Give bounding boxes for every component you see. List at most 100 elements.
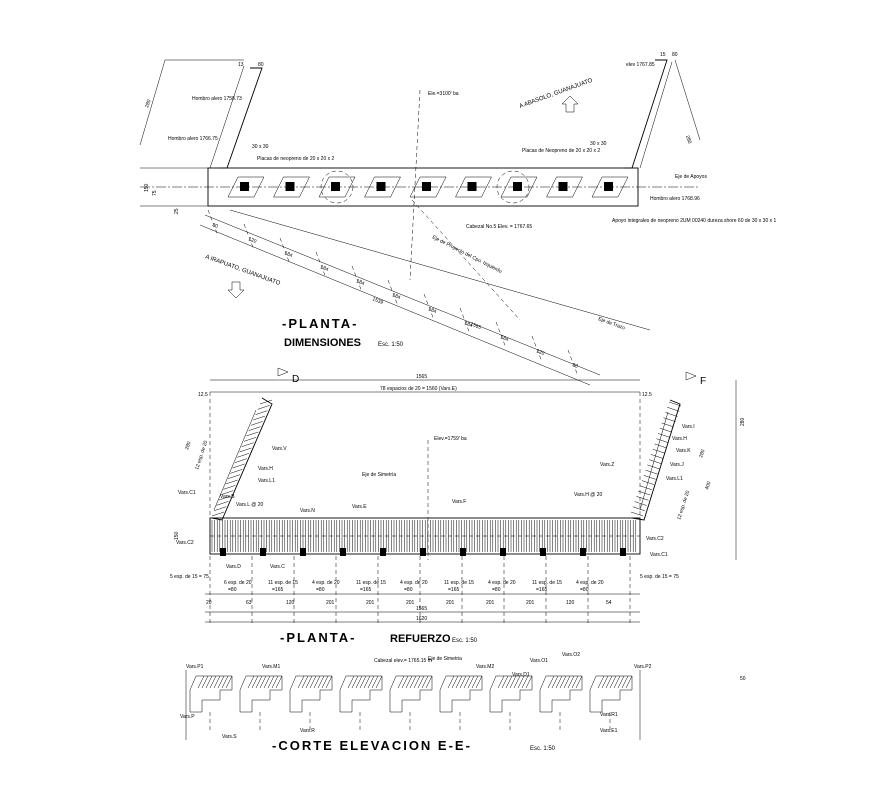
corte-hatch [571, 675, 579, 689]
ref-seq-value: 201 [486, 600, 495, 606]
corte-hatch [401, 675, 409, 689]
pad-outline [409, 176, 447, 198]
section-arrow-left-icon [277, 367, 289, 377]
label-corte-cabezal: Cabezal elev.= 1765.15 m [374, 658, 432, 664]
corte-hatch [275, 675, 283, 689]
label-vars-e: Vars.E [352, 504, 367, 510]
corte-hatch [309, 675, 317, 689]
pad-outline [455, 176, 492, 198]
ref-group-label: 11 esp. de 15 [444, 580, 474, 586]
corte-hatch [201, 675, 209, 689]
label-elev-ref: Elev.=1759' ba [434, 436, 467, 442]
dir-left: A IRAPUATO, GUANAJUATO [204, 254, 281, 287]
label-vars-i: Vars.I [682, 424, 695, 430]
corte-hatch [551, 675, 559, 689]
rebar-wing-left [223, 485, 236, 490]
dim-seq-tick [495, 321, 507, 349]
rebar-stirrup [300, 548, 306, 556]
dim-seq-value: 184 [463, 320, 473, 329]
corte-right-note: 50 [740, 676, 746, 682]
label-eje-apoyos: Eje de Apoyos [675, 174, 707, 180]
dim-bottom-1620: 1620 [416, 616, 427, 622]
label-nombro-left: Hombro alero 1766.75 [168, 136, 218, 142]
rebar-wing-right [656, 438, 669, 443]
rebar-wing-right [639, 485, 653, 491]
dim-seq-tick [387, 279, 399, 307]
dim-edge-right: 5 esp. de 15 = 75 [640, 574, 679, 580]
rebar-wing-left [241, 442, 254, 447]
dim-seq-value: 184 [427, 306, 437, 315]
corte-hatch [271, 675, 279, 689]
rebar-stirrup [340, 548, 346, 556]
dir-right: A ABASOLO, GUANAJUATO [519, 78, 594, 110]
corte-title: -CORTE ELEVACION E-E- [272, 738, 472, 753]
dim-seq-value: 184 [499, 334, 509, 343]
rebar-wing-left [246, 431, 259, 437]
ref-group-total: =165 [536, 587, 547, 593]
pad-bearing [422, 182, 431, 191]
corte-hatch [359, 675, 367, 689]
corte-hatch [463, 675, 471, 689]
corte-hatch [455, 675, 463, 689]
corte-hatch [597, 675, 605, 689]
corte-hatch [575, 675, 583, 689]
corte-hatch [625, 675, 633, 689]
rebar-wing-left [227, 474, 241, 479]
corte-hatch [317, 675, 325, 689]
corte-hatch [259, 675, 267, 689]
label-vars-c2: Vars.C2 [176, 540, 194, 546]
dim-left-280-r: 280 [184, 441, 192, 451]
pad-bearing [376, 182, 386, 191]
corte-hatch [409, 675, 417, 689]
ref-seq-value: 120 [566, 600, 575, 606]
rebar-stirrup [260, 548, 266, 556]
label-corte-r1: Vars.R1 [600, 712, 618, 718]
ref-group-total: =80 [404, 587, 413, 593]
pad-outline [227, 176, 265, 198]
pad-outline [546, 176, 583, 198]
corte-hatch [251, 675, 259, 689]
dim-right-280: 280 [684, 135, 692, 145]
label-vars-v: Vars.V [272, 446, 287, 452]
label-corte-p1: Vars.P1 [186, 664, 204, 670]
ref-group-label: 4 esp. de 20 [576, 580, 604, 586]
corte-hatch [617, 675, 625, 689]
corte-hatch [601, 675, 609, 689]
corte-hatch [417, 675, 425, 689]
pad-bearing [467, 182, 477, 191]
corte-scale: Esc. 1:50 [530, 746, 556, 752]
corte-unit [339, 675, 383, 713]
dim-seq-tick [567, 349, 579, 377]
rebar-stirrup [500, 548, 506, 556]
rebar-wing-left [243, 437, 257, 442]
label-chaflan-left: 30 x 30 [252, 144, 269, 150]
section-arrow-right-icon [685, 371, 697, 381]
corte-hatch [509, 675, 517, 689]
dim-seq-value: 184 [319, 264, 329, 273]
rebar-wing-left [253, 415, 266, 421]
corte-unit [589, 675, 633, 713]
ref-seq-value: 201 [526, 600, 535, 606]
dim-v-25: 25 [174, 208, 180, 214]
rebar-wing-left [232, 463, 245, 469]
ref-seq-value: 54 [606, 600, 612, 606]
corte-hatch [521, 675, 529, 689]
corte-unit [239, 675, 283, 713]
dim-h-1539: 1539 [371, 296, 384, 306]
corte-unit [189, 675, 233, 713]
label-vars-l1-r: Vars.L1 [666, 476, 683, 482]
dim-seq-tick [531, 335, 543, 363]
dim-seq-tick [315, 251, 327, 279]
arrow-down-icon [227, 281, 245, 299]
ref-seq-value: 201 [366, 600, 375, 606]
label-vars-b: Vars.B [220, 494, 235, 500]
corte-hatch [355, 675, 363, 689]
label-corte-m1: Vars.M1 [262, 664, 280, 670]
label-corte-e1: Vars.E1 [600, 728, 618, 734]
rebar-wing-right [641, 480, 654, 485]
label-corte-o1: Vars.O1 [530, 658, 548, 664]
label-vars-d: Vars.D [226, 564, 241, 570]
rebar-wing-right [632, 506, 645, 511]
